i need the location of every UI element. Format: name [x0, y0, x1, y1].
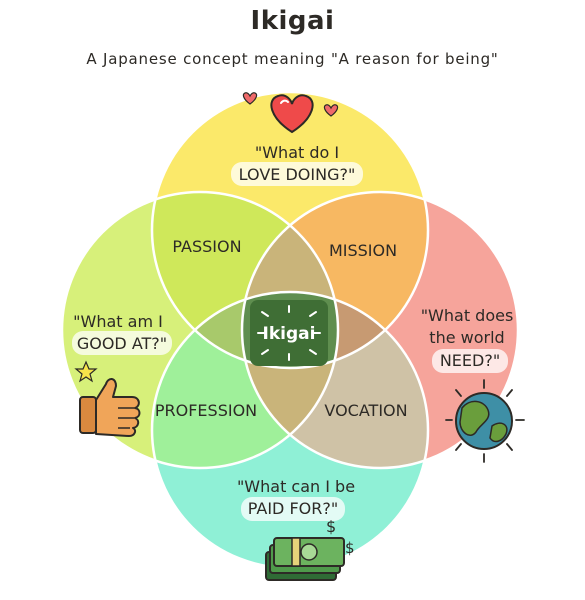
center-label: Ikigai — [263, 324, 316, 344]
love-question-line2: LOVE DOING?" — [239, 165, 356, 184]
paid-question-line1: "What can I be — [237, 477, 355, 496]
page-title: Ikigai — [250, 6, 335, 36]
dollar-sign-2: $ — [345, 539, 355, 557]
profession-label: PROFESSION — [155, 401, 257, 420]
paid-question-line2: PAID FOR?" — [248, 499, 338, 518]
world-question-line1: "What does — [421, 306, 514, 325]
heart-icon — [270, 94, 314, 134]
good-question-line1: "What am I — [73, 312, 163, 331]
star-icon — [74, 360, 98, 383]
ikigai-center-badge: Ikigai — [250, 300, 328, 366]
world-question-line3: NEED?" — [440, 351, 500, 370]
love-question-line1: "What do I — [255, 143, 339, 162]
money-icon: $ $ — [265, 517, 355, 581]
vocation-label: VOCATION — [324, 401, 407, 420]
world-question-line2: the world — [429, 328, 504, 347]
dollar-sign-1: $ — [326, 517, 336, 536]
small-heart-icon — [242, 92, 339, 117]
mission-label: MISSION — [329, 241, 397, 260]
globe-icon — [445, 379, 525, 463]
thumbs-up-icon — [79, 378, 141, 437]
passion-label: PASSION — [172, 237, 241, 256]
page-subtitle: A Japanese concept meaning "A reason for… — [86, 50, 499, 68]
overlap-left-right — [242, 192, 338, 468]
good-question-line2: GOOD AT?" — [77, 334, 167, 353]
